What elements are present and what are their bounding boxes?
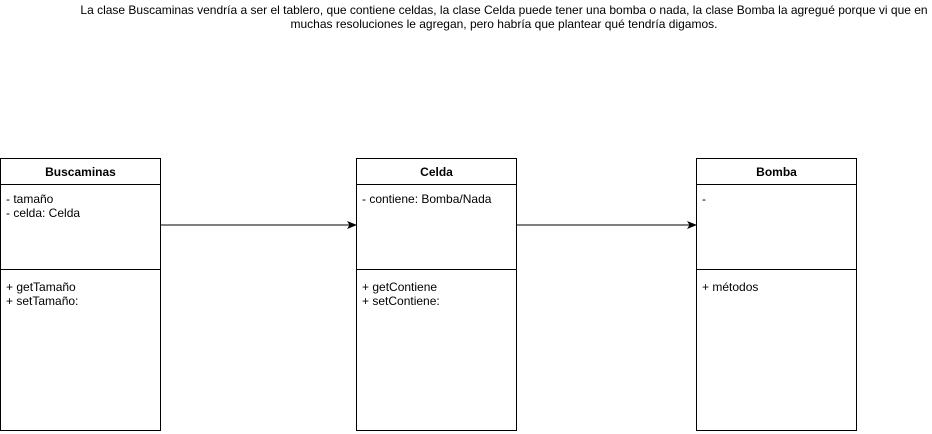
class-bomba[interactable]: Bomba - + métodos (696, 158, 857, 431)
attribute-contiene: - contiene: Bomba/Nada (362, 192, 492, 206)
class-bomba-attributes[interactable]: - (697, 185, 856, 270)
class-celda-methods[interactable]: + getContiene + setContiene: (357, 270, 516, 308)
attribute-tamano: - tamaño (6, 192, 54, 206)
method-get-tamano: + getTamaño (6, 280, 76, 294)
method-set-tamano: + setTamaño: (6, 294, 79, 308)
class-bomba-title: Bomba (697, 159, 856, 185)
attribute-celda: - celda: Celda (6, 206, 81, 220)
class-celda-attributes[interactable]: - contiene: Bomba/Nada (357, 185, 516, 270)
method-get-contiene: + getContiene (362, 280, 438, 294)
class-celda-title: Celda (357, 159, 516, 185)
attribute-placeholder: - (702, 192, 706, 206)
method-metodos: + métodos (702, 280, 759, 294)
class-buscaminas-title: Buscaminas (1, 159, 160, 185)
class-celda[interactable]: Celda - contiene: Bomba/Nada + getContie… (356, 158, 517, 431)
note-line-1: La clase Buscaminas vendría a ser el tab… (80, 3, 928, 17)
note-line-2: muchas resoluciones le agregan, pero hab… (290, 17, 718, 31)
diagram-note: La clase Buscaminas vendría a ser el tab… (72, 3, 932, 31)
method-set-contiene: + setContiene: (362, 294, 440, 308)
class-buscaminas-attributes[interactable]: - tamaño - celda: Celda (1, 185, 160, 270)
class-buscaminas-methods[interactable]: + getTamaño + setTamaño: (1, 270, 160, 308)
class-bomba-methods[interactable]: + métodos (697, 270, 856, 294)
class-buscaminas[interactable]: Buscaminas - tamaño - celda: Celda + get… (0, 158, 161, 431)
